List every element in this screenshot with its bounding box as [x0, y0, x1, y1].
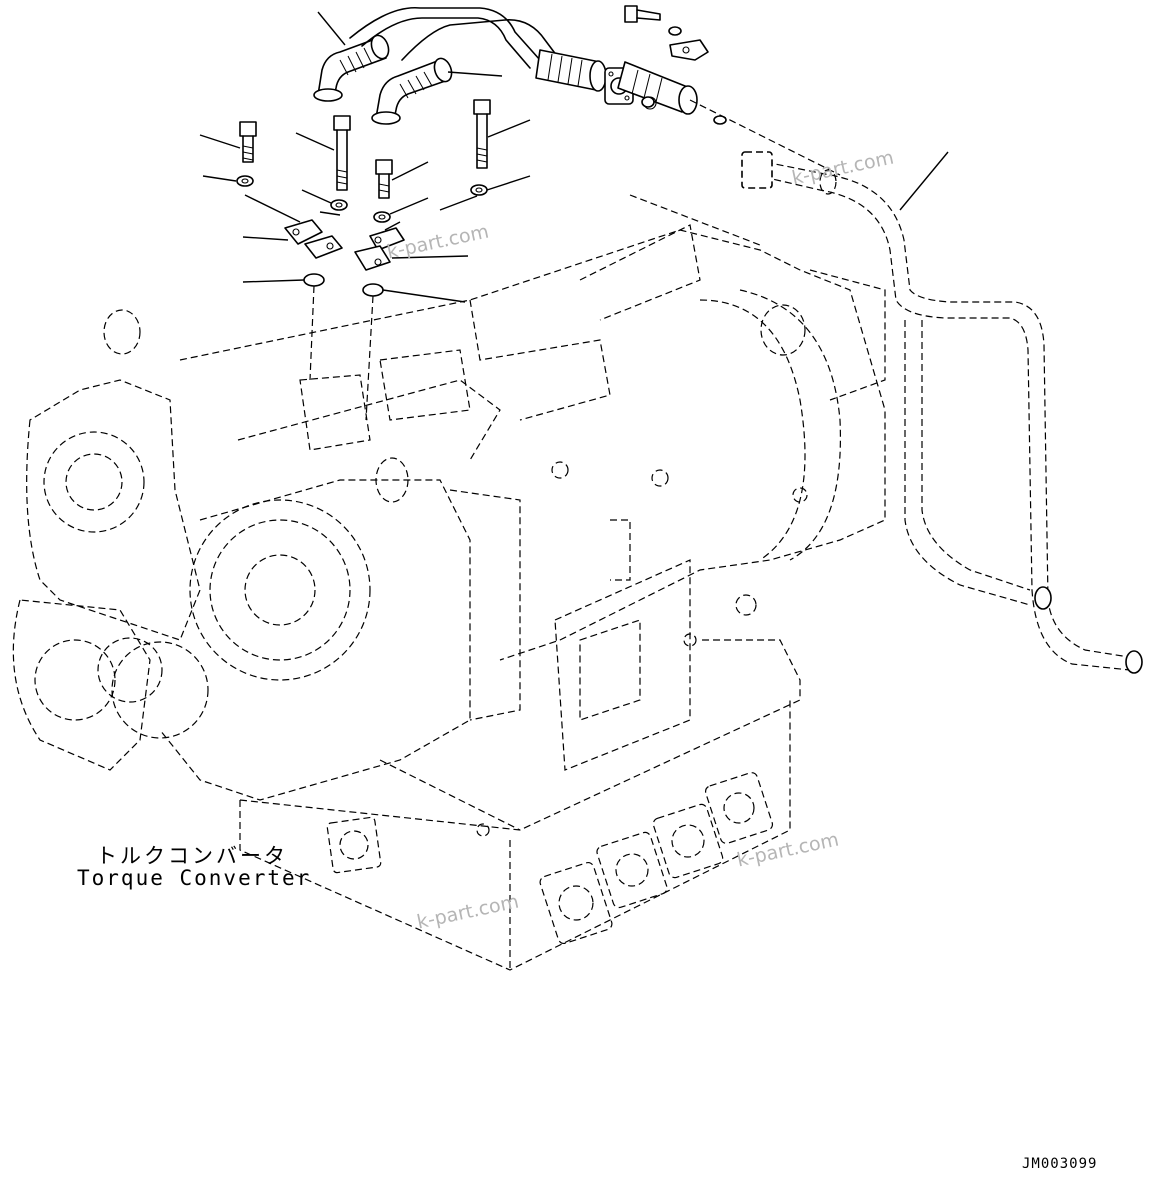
- bolt-4: [473, 99, 491, 169]
- bolt-1: [239, 121, 257, 163]
- long-pipe: [741, 151, 1143, 674]
- split-flange-left: [284, 219, 343, 259]
- leader-lines: [199, 11, 949, 303]
- bolt-top-right: [624, 5, 709, 61]
- transmission-body: [12, 194, 886, 971]
- o-ring-right: [641, 96, 727, 125]
- upper-tube: [349, 6, 561, 69]
- torque-converter-label-japanese: トルクコンバータ: [96, 844, 288, 868]
- hose-left-elbow: [313, 34, 390, 102]
- washers: [236, 175, 488, 223]
- split-flange-right: [354, 227, 405, 271]
- drawing-number: JM003099: [1022, 1156, 1098, 1172]
- hose-right-elbow: [371, 57, 453, 125]
- torque-converter-label-english: Torque Converter: [77, 866, 312, 890]
- bolt-2: [333, 115, 351, 191]
- o-rings-lower: [303, 273, 384, 297]
- hose-right: [617, 61, 698, 115]
- bolt-3: [375, 159, 393, 199]
- hose-middle: [535, 49, 607, 92]
